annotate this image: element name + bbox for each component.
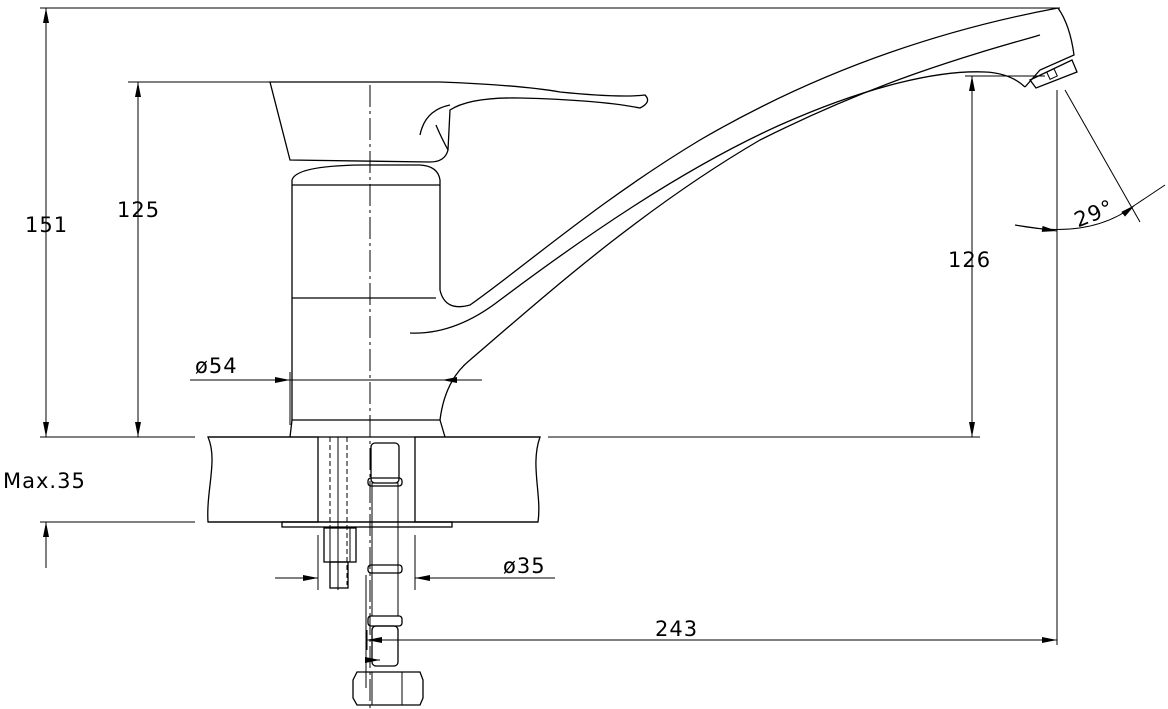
lever-handle	[269, 81, 649, 163]
aerator	[1029, 59, 1078, 89]
dim-label-243: 243	[655, 617, 698, 641]
dimension-angle-29: 29°	[1014, 184, 1166, 232]
dimension-126: 126	[948, 76, 991, 437]
dim-label-o54: ø54	[195, 354, 238, 378]
hex-fitting	[352, 671, 424, 706]
dimension-o35: ø35	[275, 535, 555, 590]
dimension-o54: ø54	[190, 354, 482, 425]
dimension-max35: Max.35	[3, 469, 86, 568]
dim-label-o35: ø35	[503, 554, 546, 578]
mounting-stud	[317, 437, 416, 590]
dim-label-125: 125	[117, 198, 160, 222]
mounting-nut	[323, 527, 357, 563]
countertop-section	[207, 436, 541, 528]
spout	[409, 7, 1078, 421]
dimension-243: 243	[366, 617, 1057, 650]
braided-hose	[371, 482, 399, 617]
dimension-151: 151	[25, 8, 68, 437]
dim-label-151: 151	[25, 213, 68, 237]
dim-label-max35: Max.35	[3, 469, 86, 493]
dim-label-126: 126	[948, 248, 991, 272]
faucet-body	[289, 164, 446, 438]
supply-hose	[352, 442, 424, 706]
extension-lines	[40, 7, 1141, 645]
dimension-125: 125	[117, 82, 160, 437]
dim-label-29-deg: 29°	[1071, 195, 1117, 232]
